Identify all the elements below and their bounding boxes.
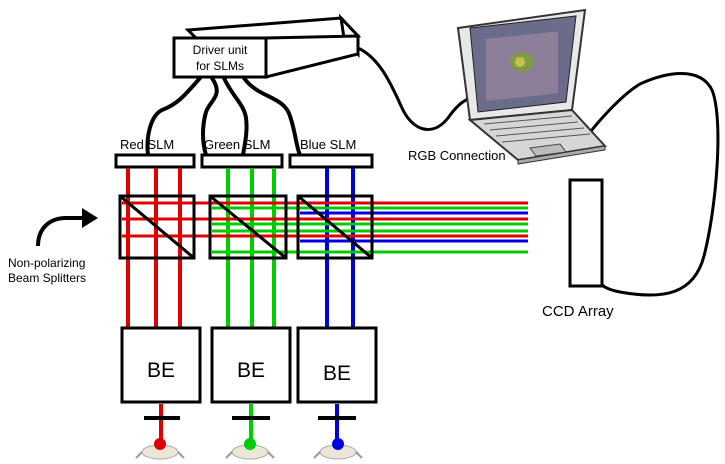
red-slm xyxy=(114,153,196,169)
beam-expander-blue xyxy=(296,326,378,404)
beam-splitter-blue xyxy=(296,194,374,260)
beam-expanders: BE BE BE xyxy=(120,326,378,404)
laptop-screen-noise-image xyxy=(486,31,558,101)
green-slm xyxy=(200,153,284,169)
beam-splitter-red xyxy=(118,194,196,260)
blue-slm-label: Blue SLM xyxy=(300,137,356,152)
laptop xyxy=(456,8,607,165)
ccd-array-label: CCD Array xyxy=(542,303,614,320)
cable-to-green-slm-b xyxy=(222,76,249,157)
be-label-green: BE xyxy=(237,359,265,382)
blue-led xyxy=(313,438,363,460)
splitter-label-line1: Non-polarizing xyxy=(8,256,85,270)
splitter-arrow xyxy=(36,208,98,247)
beam-splitters xyxy=(118,194,374,260)
driver-unit-label-line2: for SLMs xyxy=(196,59,244,73)
red-led xyxy=(135,438,185,460)
rgb-connection-label: RGB Connection xyxy=(408,148,506,163)
vertical-beams xyxy=(126,168,355,328)
driver-laptop-cable xyxy=(357,46,483,131)
be-label-blue: BE xyxy=(323,362,351,385)
ccd-array xyxy=(568,178,604,288)
driver-cables xyxy=(145,76,302,157)
splitter-label-line2: Beam Splitters xyxy=(8,271,86,285)
laptop-ccd-cable xyxy=(583,72,720,297)
beam-expander-red xyxy=(120,326,202,404)
green-slm-label: Green SLM xyxy=(204,137,270,152)
cable-to-red-slm xyxy=(145,76,202,157)
driver-unit-label-line1: Driver unit xyxy=(193,43,248,57)
arrow-head xyxy=(82,208,98,228)
cable-to-green-slm-a xyxy=(201,76,219,157)
led-sources xyxy=(135,404,363,460)
laptop-keyboard xyxy=(483,115,591,143)
cable-to-blue-slm xyxy=(242,76,302,157)
arrow-shaft xyxy=(36,216,82,247)
beam-expander-green xyxy=(210,326,292,404)
blue-slm xyxy=(288,153,374,169)
green-led xyxy=(225,438,275,460)
driver-unit: Driver unit for SLMs xyxy=(172,13,362,79)
be-label-red: BE xyxy=(147,359,175,382)
beam-splitter-green xyxy=(208,194,288,260)
red-slm-label: Red SLM xyxy=(120,137,174,152)
